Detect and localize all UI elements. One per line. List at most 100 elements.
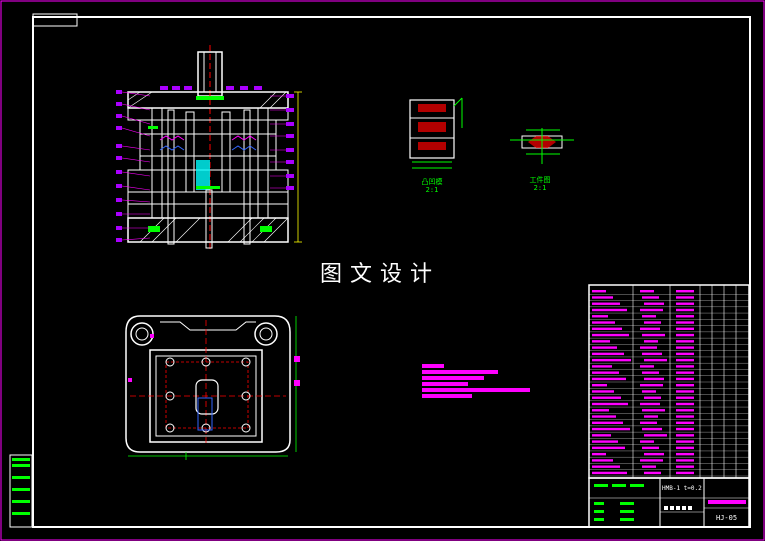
drawing-number: HMB-1 t=0.2 <box>662 485 702 492</box>
parts-row-name <box>592 346 617 349</box>
parts-row-material <box>644 377 664 381</box>
parts-row-material <box>640 290 654 293</box>
parts-row-spec <box>676 308 694 312</box>
parts-row-name <box>592 465 620 468</box>
parts-row-material <box>642 409 665 412</box>
parts-row-name <box>592 321 615 324</box>
parts-row-name <box>592 377 626 381</box>
parts-row-spec <box>676 452 694 456</box>
parts-row-spec <box>676 296 694 299</box>
parts-row-spec <box>676 333 694 337</box>
parts-row-spec <box>676 327 694 330</box>
parts-row-material <box>644 321 661 324</box>
parts-row-material <box>640 365 654 368</box>
parts-row-name <box>592 358 631 362</box>
parts-row-name <box>592 302 620 305</box>
parts-row-spec <box>676 321 694 324</box>
parts-row-name <box>592 333 629 337</box>
parts-row-material <box>644 452 664 456</box>
parts-row-name <box>592 365 612 368</box>
title-block <box>588 477 750 528</box>
parts-row-spec <box>676 459 694 462</box>
detail-a-caption: 凸凹模 2:1 <box>416 178 448 194</box>
parts-row-spec <box>676 365 694 368</box>
parts-row-material <box>642 333 665 337</box>
parts-row-name <box>592 308 627 312</box>
detail-b-caption: 工件图 2:1 <box>526 176 554 192</box>
parts-row-spec <box>676 415 694 418</box>
parts-row-material <box>640 327 660 330</box>
parts-row-spec <box>676 446 694 450</box>
parts-row-spec <box>676 290 694 293</box>
parts-row-name <box>592 290 606 293</box>
parts-row-spec <box>676 377 694 381</box>
drawing-border <box>32 16 751 528</box>
parts-row-name <box>592 396 621 399</box>
parts-row-material <box>644 471 661 475</box>
parts-row-spec <box>676 427 694 431</box>
parts-row-name <box>592 409 609 412</box>
parts-row-spec <box>676 340 694 343</box>
parts-row-material <box>644 340 658 343</box>
parts-row-spec <box>676 471 694 475</box>
parts-row-material <box>642 315 656 318</box>
parts-row-material <box>642 296 659 299</box>
parts-row-material <box>644 415 658 418</box>
technical-notes <box>422 364 530 398</box>
detail-workpiece <box>510 128 574 164</box>
parts-row-material <box>642 352 662 356</box>
parts-row-spec <box>676 358 694 362</box>
parts-row-material <box>642 465 656 468</box>
parts-row-material <box>644 434 667 437</box>
parts-row-material <box>640 308 663 312</box>
parts-row-material <box>644 358 667 362</box>
detail-b-title: 工件图 <box>529 176 551 184</box>
parts-row-spec <box>676 384 694 387</box>
sheet-code: HJ-05 <box>716 514 738 522</box>
parts-row-name <box>592 390 614 393</box>
die-section-view <box>116 45 302 250</box>
parts-row-spec <box>676 465 694 468</box>
parts-row-material <box>640 440 654 443</box>
parts-row-name <box>592 296 613 299</box>
parts-row-name <box>592 427 630 431</box>
parts-row-name <box>592 471 627 475</box>
parts-row-material <box>642 371 659 374</box>
revision-strip <box>9 454 33 528</box>
parts-row-name <box>592 434 611 437</box>
parts-row-spec <box>676 409 694 412</box>
parts-row-material <box>640 402 660 406</box>
parts-row-spec <box>676 390 694 393</box>
die-plan-view <box>125 315 300 460</box>
parts-row-spec <box>676 421 694 424</box>
parts-row-name <box>592 459 613 462</box>
parts-row-material <box>642 427 662 431</box>
parts-row-name <box>592 421 623 424</box>
parts-row-name <box>592 452 606 456</box>
parts-row-material <box>644 302 664 305</box>
parts-row-name <box>592 315 608 318</box>
detail-punch-die <box>409 97 463 169</box>
parts-row-material <box>642 446 659 450</box>
parts-row-name <box>592 327 622 330</box>
parts-row-material <box>640 346 657 349</box>
parts-row-spec <box>676 371 694 374</box>
detail-a-title: 凸凹模 <box>421 178 443 186</box>
detail-a-scale: 2:1 <box>425 186 439 194</box>
detail-b-scale: 2:1 <box>533 184 547 192</box>
parts-row-name <box>592 352 624 356</box>
parts-row-material <box>640 384 663 387</box>
parts-row-spec <box>676 302 694 305</box>
parts-row-name <box>592 440 618 443</box>
watermark-text: 图文设计 <box>320 262 441 287</box>
parts-row-spec <box>676 434 694 437</box>
parts-row-spec <box>676 402 694 406</box>
parts-row-spec <box>676 346 694 349</box>
parts-row-name <box>592 446 625 450</box>
parts-row-material <box>644 396 661 399</box>
parts-row-name <box>592 415 616 418</box>
parts-row-name <box>592 371 619 374</box>
parts-row-spec <box>676 315 694 318</box>
